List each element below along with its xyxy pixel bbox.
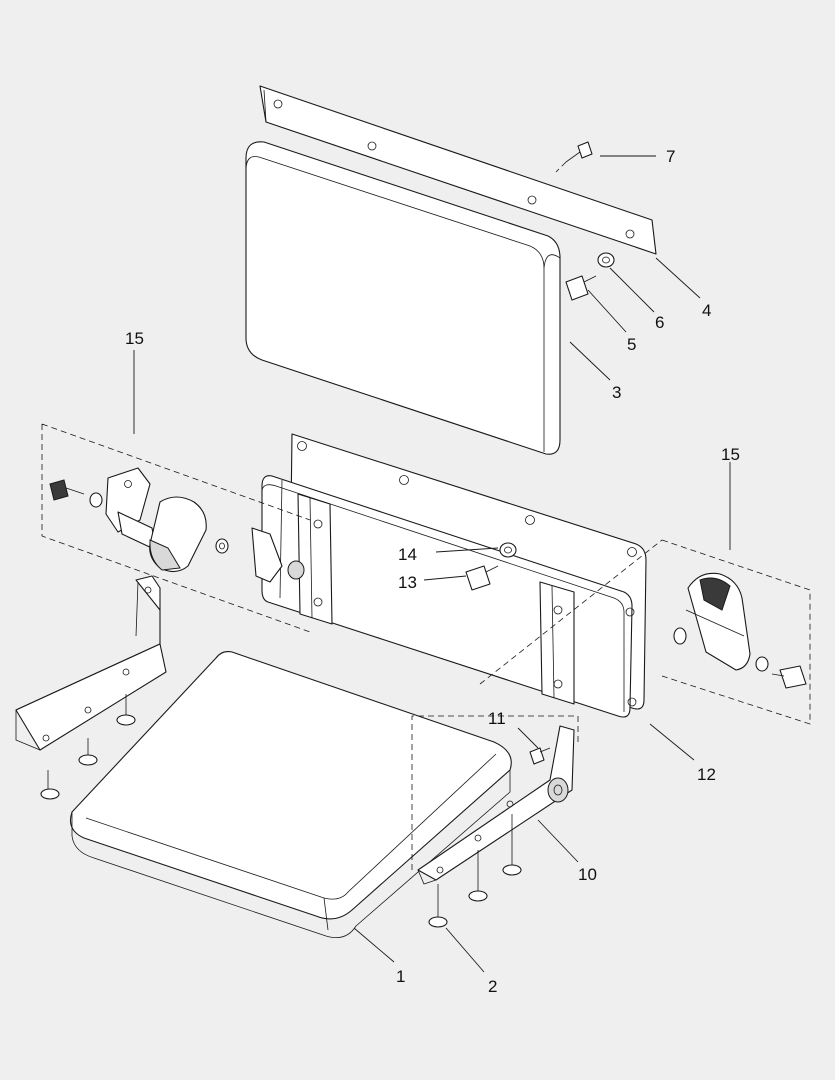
callout-4: 4: [702, 301, 711, 320]
callout-5: 5: [627, 335, 636, 354]
part-13-bolt: [465, 565, 499, 591]
callout-labels: 7 4 6 5 3 15 15 14 13 11 12 10 1 2: [125, 147, 740, 996]
part-11-screw: [529, 747, 551, 765]
part-3-backrest-cushion: [245, 141, 561, 455]
part-2-screws-left: [40, 694, 136, 800]
callout-1: 1: [396, 967, 405, 986]
part-5-bolt: [565, 275, 597, 301]
part-4-mounting-bar: [259, 85, 657, 255]
callout-3: 3: [612, 383, 621, 402]
callout-15-right: 15: [721, 445, 740, 464]
part-6-washer: [597, 252, 615, 268]
callout-10: 10: [578, 865, 597, 884]
left-seatbelt-assembly: [41, 423, 311, 633]
part-10-right-seat-bracket: [417, 725, 575, 885]
callout-11: 11: [488, 709, 506, 728]
callout-13: 13: [398, 573, 417, 592]
callout-12: 12: [697, 765, 716, 784]
leader-lines: [133, 155, 731, 973]
part-1-seat-cushion: [69, 651, 512, 939]
part-12-seat-frame: [261, 433, 647, 718]
part-2-screws-right: [411, 715, 579, 928]
callout-15-left: 15: [125, 329, 144, 348]
callout-6: 6: [655, 313, 664, 332]
part-7-screw: [555, 141, 593, 173]
callout-14: 14: [398, 545, 417, 564]
right-seatbelt-assembly: [479, 539, 811, 725]
part-14-washer: [499, 542, 517, 558]
callout-2: 2: [488, 977, 497, 996]
callout-7: 7: [666, 147, 675, 166]
left-seat-bracket: [15, 575, 167, 751]
